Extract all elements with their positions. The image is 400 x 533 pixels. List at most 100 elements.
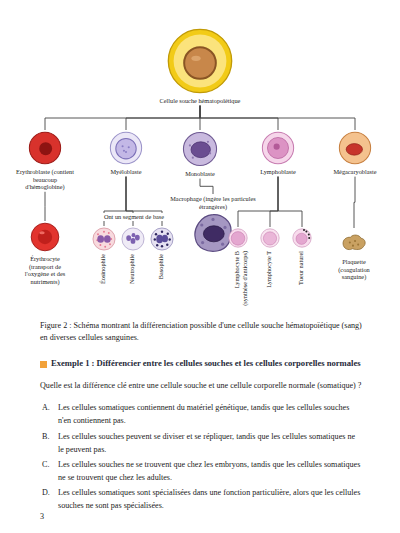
cell-nucleus xyxy=(191,142,210,158)
cell-label: Basophile xyxy=(157,254,165,314)
option-letter: D. xyxy=(42,487,56,500)
cell-node: Neutrophile xyxy=(121,227,145,314)
cell-illustration xyxy=(228,228,248,248)
cell-illustration xyxy=(109,131,143,165)
cell-part xyxy=(125,151,127,153)
cell-part xyxy=(174,35,227,88)
option-letter: C. xyxy=(42,459,56,472)
tree-connector xyxy=(200,106,355,130)
cell-part xyxy=(93,228,115,250)
cell-part xyxy=(168,29,231,92)
cell-part xyxy=(99,244,101,246)
cell-label: Lymphoblaste xyxy=(245,168,311,176)
cell-node: Erythroblaste (contient beaucoup d'hémog… xyxy=(16,131,74,191)
cell-part xyxy=(154,238,156,240)
cell-part xyxy=(122,145,124,147)
option-letter: A. xyxy=(42,402,56,415)
cell-part xyxy=(303,229,305,231)
cell-illustration xyxy=(341,229,367,255)
cell-illustration xyxy=(292,228,312,248)
cell-illustration xyxy=(182,131,218,167)
cell-label: Éosinophile xyxy=(99,254,107,314)
cell-illustration xyxy=(150,227,174,251)
cell-label: Erythroblaste (contient beaucoup d'hémog… xyxy=(16,168,74,191)
cell-part xyxy=(31,223,59,251)
cell-label: Lymphocyte T xyxy=(265,251,273,313)
tree-connector xyxy=(45,192,46,221)
page-number: 3 xyxy=(40,511,60,524)
cell-part xyxy=(161,245,163,247)
cell-part xyxy=(274,144,280,150)
cell-node: Mégacaryoblaste xyxy=(322,131,388,176)
cell-nucleus xyxy=(126,235,131,241)
cell-label: Mégacaryoblaste xyxy=(322,168,388,176)
cell-part xyxy=(261,229,279,247)
cell-part xyxy=(122,228,144,250)
cell-nucleus xyxy=(39,231,44,234)
cell-illustration xyxy=(338,131,372,165)
cell-part xyxy=(109,243,111,245)
cell-part xyxy=(166,244,168,246)
cell-nucleus xyxy=(104,235,111,243)
cell-node: Lymphocyte B (synthèse d'anticorps) xyxy=(227,228,249,313)
cell-part xyxy=(128,146,130,148)
question-text: Quelle est la différence clé entre une c… xyxy=(40,380,375,393)
cell-part xyxy=(293,229,311,247)
tree-connector xyxy=(200,179,213,194)
cell-membrane xyxy=(195,215,231,252)
cell-part xyxy=(263,232,276,245)
cell-nucleus xyxy=(135,235,140,241)
group-note: Ont un segment de base xyxy=(100,213,168,221)
tree-connector xyxy=(278,177,302,227)
figure-caption: Figure 2 : Schéma montrant la différenci… xyxy=(40,320,362,343)
cell-part xyxy=(200,224,203,227)
cell-part xyxy=(116,138,136,158)
cell-illustration xyxy=(261,131,295,165)
cell-part xyxy=(151,228,173,250)
cell-label: Monoblaste xyxy=(167,170,233,178)
option-text: Les cellules souches ne se trouvent que … xyxy=(58,459,362,484)
option-text: Les cellules souches peuvent se diviser … xyxy=(58,431,362,456)
cell-illustration xyxy=(260,228,280,248)
cell-label: Lymphocyte B (synthèse d'anticorps) xyxy=(233,251,249,313)
example-marker xyxy=(40,361,47,368)
cell-part xyxy=(221,243,224,246)
cell-part xyxy=(296,233,307,244)
cell-part xyxy=(29,132,60,163)
cell-part xyxy=(103,231,105,233)
cell-part xyxy=(184,47,216,79)
cell-part xyxy=(110,132,141,163)
cell-illustration xyxy=(167,28,233,94)
cell-part xyxy=(207,141,209,143)
cell-part xyxy=(168,238,170,240)
cell-part xyxy=(308,233,310,235)
cell-node: Basophile xyxy=(150,227,174,314)
cell-node: Éosinophile xyxy=(92,227,116,314)
tree-connector xyxy=(354,177,355,228)
cell-nucleus xyxy=(203,226,224,242)
cell-nucleus xyxy=(191,56,200,61)
tree-connector xyxy=(270,177,278,227)
cell-part xyxy=(97,233,99,235)
option-text: Les cellules somatiques sont spécialisée… xyxy=(58,487,362,512)
cell-part xyxy=(209,152,211,154)
example-heading: Exemple 1 : Différencier entre les cellu… xyxy=(51,358,381,369)
cell-illustration xyxy=(121,227,145,251)
cell-illustration xyxy=(28,131,62,165)
cell-label: Érythrocyte (transport de l'oxygène et d… xyxy=(19,255,71,285)
cell-label: Plaquette (coagulation sanguine) xyxy=(330,258,378,281)
tree-connector xyxy=(126,106,200,130)
cell-part xyxy=(104,246,106,248)
platelet-shape xyxy=(343,235,365,250)
cell-part xyxy=(39,142,52,155)
cell-node: Plaquette (coagulation sanguine) xyxy=(330,229,378,281)
cell-label: Macrophage (ingère les particules étrang… xyxy=(170,195,256,210)
cell-part xyxy=(231,232,245,246)
cell-node: Monoblaste xyxy=(167,131,233,178)
cell-part xyxy=(357,244,359,246)
cell-part xyxy=(308,237,310,239)
cell-part xyxy=(155,233,157,235)
cell-label: Cellule souche hématopoïétique xyxy=(145,97,255,105)
cell-node: Lymphocyte T xyxy=(259,228,281,313)
cell-node: Tueur naturel xyxy=(291,228,313,313)
